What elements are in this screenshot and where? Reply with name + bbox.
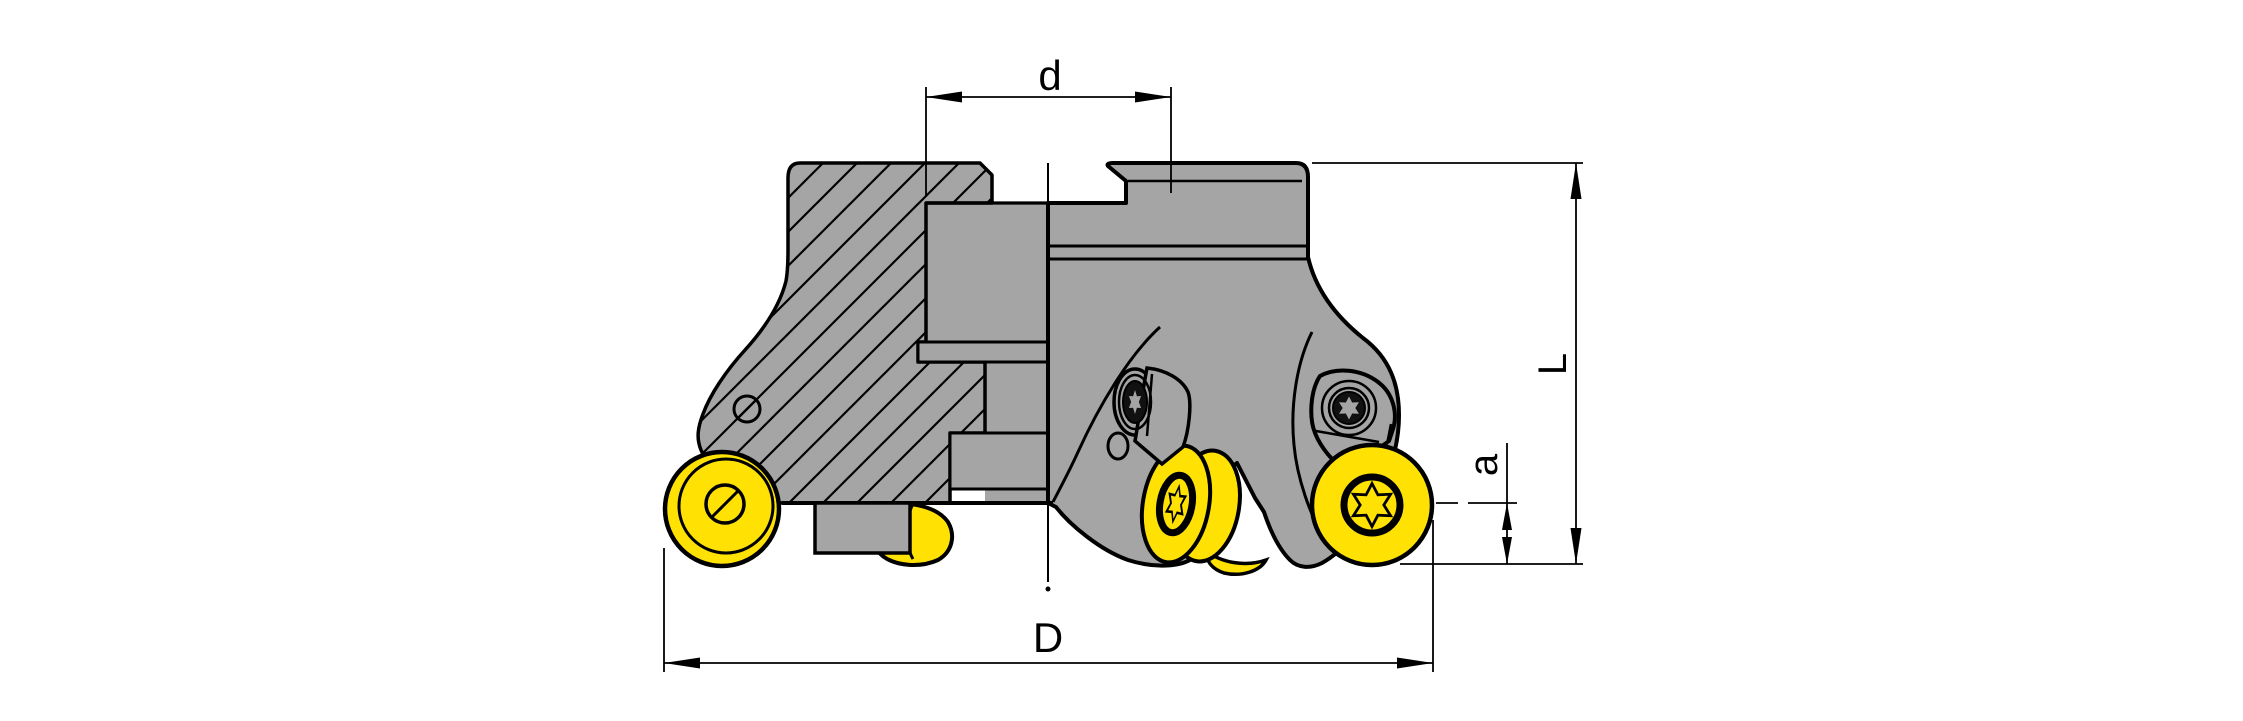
right-clamp-ring-outer — [1320, 379, 1378, 437]
L-arrow-top-icon — [1570, 163, 1582, 199]
D-arrow-left-icon — [664, 657, 700, 669]
left-insert-bore-slash — [710, 488, 741, 519]
middle-clamp-facet-edge — [1145, 373, 1154, 437]
D-arrow-right-icon — [1397, 657, 1433, 669]
insert-seat-block — [813, 501, 912, 555]
insert-pocket-edge — [1051, 325, 1162, 503]
middle-clamp-ring — [1117, 373, 1153, 431]
right-clamp-ring-inner — [1327, 386, 1371, 430]
d-arrow-left-icon — [926, 91, 962, 103]
dimensions: d L a D — [663, 52, 1583, 672]
right-clamp-nose-edge-1 — [1315, 429, 1380, 444]
dimension-D: D — [663, 520, 1434, 672]
bore-back-wall — [926, 203, 1048, 363]
dimension-label-L: L — [1531, 353, 1575, 375]
dimension-a: a — [1436, 443, 1517, 564]
a-arrow-bottom-icon — [1502, 537, 1512, 564]
set-screw-slash — [737, 399, 757, 419]
centerline — [1045, 163, 1051, 592]
a-arrow-top-icon — [1502, 503, 1512, 530]
right-insert-screw-ring — [1340, 473, 1404, 537]
side-view-insert-assembly — [813, 501, 955, 567]
pocket-back-block — [948, 431, 1050, 491]
middle-insert-assembly — [1106, 366, 1270, 576]
center-axis-dot — [1045, 586, 1051, 592]
d-arrow-right-icon — [1135, 91, 1171, 103]
dimension-label-d: d — [1038, 52, 1061, 99]
dimension-label-D: D — [1033, 614, 1063, 661]
middle-insert-screw-ring — [1155, 471, 1197, 537]
behind-insert-sliver — [1204, 547, 1270, 576]
right-clamp-facet-edge — [1385, 423, 1393, 445]
cutter-body — [696, 161, 1401, 569]
dimension-L: L — [1312, 162, 1583, 565]
dimension-d: d — [925, 52, 1172, 197]
bore-collar — [916, 340, 1050, 364]
right-insert-assembly — [1309, 368, 1435, 568]
left-round-insert — [662, 449, 782, 569]
left-insert-face-edge — [677, 457, 775, 555]
coolant-hole — [1106, 431, 1130, 461]
section-hatching — [698, 163, 992, 503]
dimension-label-a: a — [1462, 453, 1506, 476]
left-insert-bore — [704, 483, 746, 525]
L-arrow-bottom-icon — [1570, 528, 1582, 564]
